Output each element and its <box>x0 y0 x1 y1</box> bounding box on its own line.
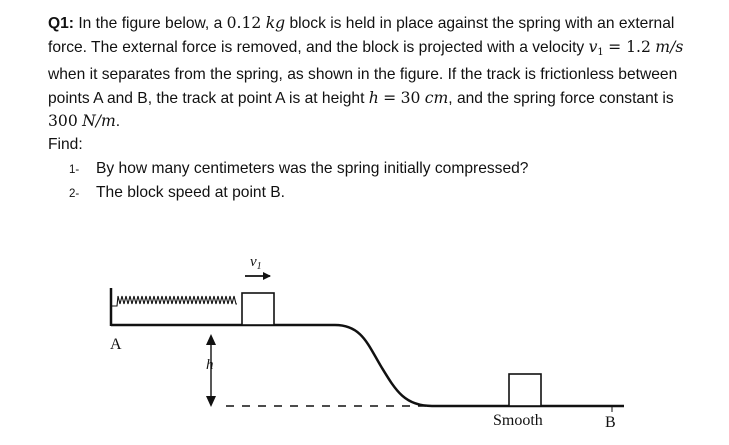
spring-icon <box>112 295 237 307</box>
height-arrow-top-head <box>206 334 216 345</box>
question-item: 2- The block speed at point B. <box>69 182 688 206</box>
height-equals: = <box>383 88 397 107</box>
height-symbol: h <box>368 88 379 107</box>
block-bottom <box>508 373 542 407</box>
question-text: The block speed at point B. <box>96 183 285 201</box>
height-value: 30 <box>400 88 421 107</box>
velocity-label: v1 <box>250 254 262 272</box>
spring-constant-value: 300 <box>48 112 78 130</box>
text-segment-2: block is held in place against the sprin… <box>48 15 675 56</box>
find-label: Find: <box>48 135 83 153</box>
velocity-equals: = 1.2 <box>608 37 651 56</box>
velocity-symbol: v <box>588 37 598 56</box>
height-arrow-bottom-head <box>206 396 216 407</box>
question-text: By how many centimeters was the spring i… <box>96 160 529 177</box>
height-unit: cm <box>424 88 449 107</box>
block-top <box>241 292 275 326</box>
question-list: 1- By how many centimeters was the sprin… <box>69 158 688 205</box>
text-segment-1: In the figure below, a <box>78 15 223 32</box>
smooth-label: Smooth <box>493 412 543 429</box>
question-number: 2- <box>69 187 80 200</box>
point-a-label: A <box>110 336 122 353</box>
track <box>111 323 624 408</box>
velocity-unit: m/s <box>655 37 684 56</box>
question-item: 1- By how many centimeters was the sprin… <box>69 158 688 182</box>
mass-value: 0.12 <box>226 14 262 32</box>
problem-paragraph: Q1: In the figure below, a 0.12 kg block… <box>48 12 688 134</box>
point-b-label: B <box>605 414 616 431</box>
text-segment-5: . <box>115 113 121 130</box>
problem-statement: Q1: In the figure below, a 0.12 kg block… <box>48 12 688 205</box>
question-label: Q1: <box>48 15 74 32</box>
mass-unit: kg <box>265 14 286 32</box>
spring-constant-unit: N/m <box>82 112 116 130</box>
text-segment-3: when it separates from the spring, as sh… <box>48 66 678 107</box>
velocity-subscript: 1 <box>597 46 604 58</box>
height-label: h <box>206 357 214 373</box>
question-number: 1- <box>69 164 80 176</box>
text-segment-4: , and the spring force constant is <box>448 89 674 107</box>
